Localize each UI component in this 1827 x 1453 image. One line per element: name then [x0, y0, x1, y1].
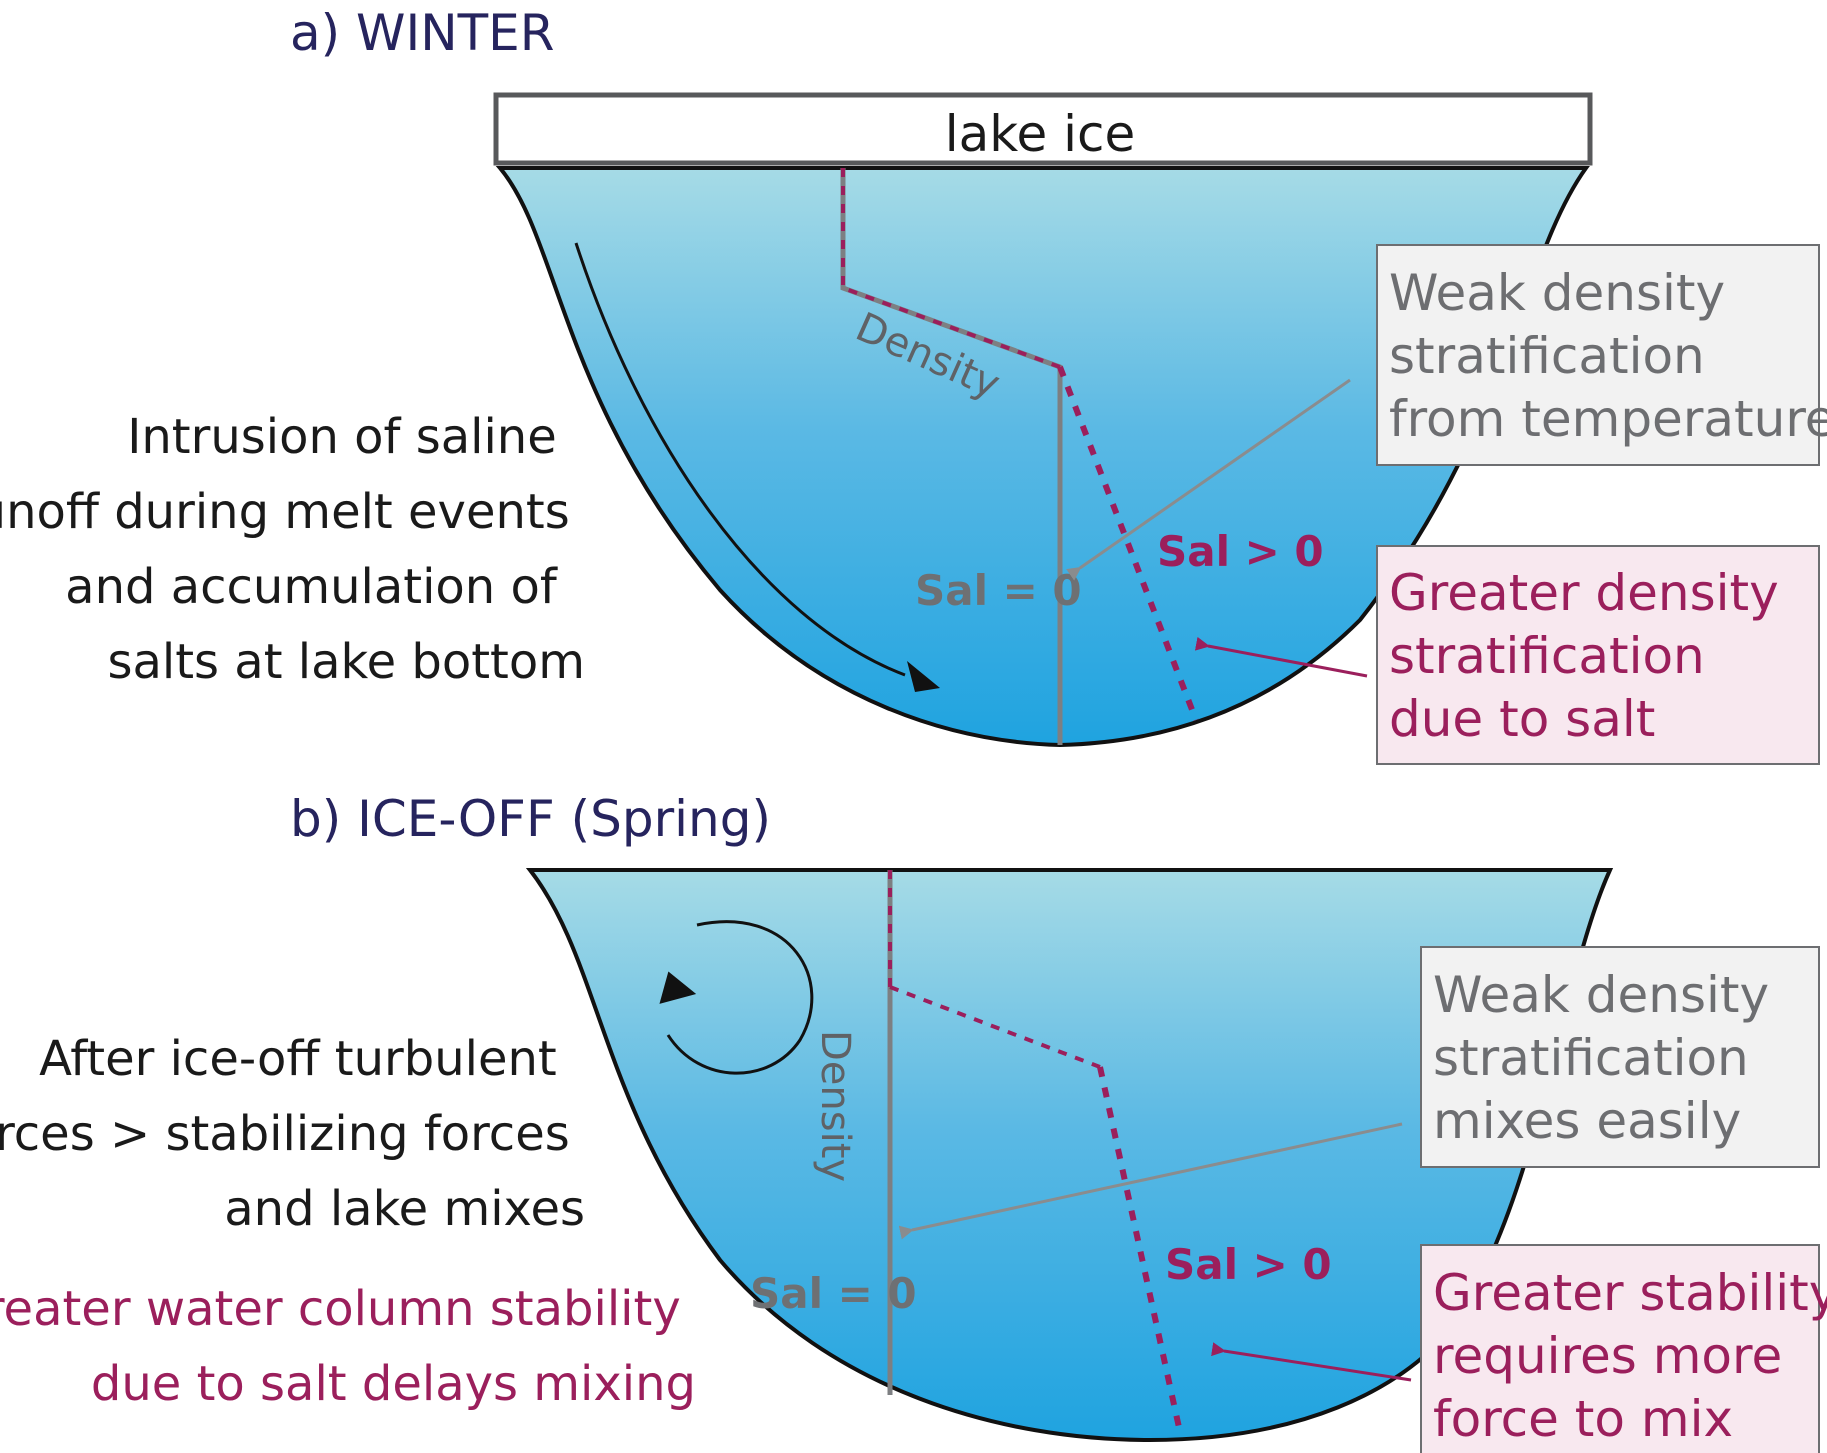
mixing-circular-arrow: [666, 920, 814, 1075]
panel-winter: a) WINTER lake ice Density Sal = 0 Sal >…: [0, 4, 1827, 765]
gray-callout-winter: [1376, 244, 1820, 466]
sal-positive-label-spring: Sal > 0: [1165, 1240, 1332, 1289]
density-label-spring: Density: [812, 1030, 858, 1182]
gray-pointer-spring: [898, 1122, 1403, 1240]
arrowhead-icon: [907, 661, 940, 692]
pink-callout-spring-text: Greater stability requires more force to…: [1433, 1264, 1827, 1448]
panel-b-title: b) ICE-OFF (Spring): [290, 790, 771, 848]
sal-zero-label-winter: Sal = 0: [915, 566, 1082, 615]
pink-callout-winter-text: Greater density stratification due to sa…: [1389, 564, 1795, 748]
sal-positive-label-winter: Sal > 0: [1157, 527, 1324, 576]
salt-profile-spring-upper: [889, 985, 1101, 1069]
spring-description: After ice-off turbulent forces > stabili…: [0, 1031, 585, 1237]
salt-profile-winter-upper: [841, 168, 1061, 369]
lake-ice: [493, 92, 1593, 166]
pink-pointer-spring: [1211, 1342, 1412, 1382]
mixing-arrowhead-icon: [659, 971, 697, 1004]
panel-a-title: a) WINTER: [290, 4, 555, 62]
gray-callout-spring: [1420, 946, 1820, 1168]
pink-pointer-winter: [1194, 636, 1368, 678]
winter-description: Intrusion of saline runoff during melt e…: [0, 409, 585, 690]
pink-callout-winter: [1376, 545, 1820, 765]
panel-ice-off: b) ICE-OFF (Spring) Density Sal = 0 Sal …: [0, 790, 1827, 1453]
gray-callout-winter-text: Weak density stratification from tempera…: [1389, 264, 1827, 448]
gray-pointer-winter: [1066, 378, 1351, 581]
pink-callout-spring: [1420, 1244, 1820, 1453]
salt-profile-winter-lower: [1057, 365, 1199, 722]
sal-zero-label-spring: Sal = 0: [750, 1269, 917, 1318]
spring-salt-note: Greater water column stability due to sa…: [0, 1281, 696, 1412]
lake-ice-label: lake ice: [945, 105, 1136, 163]
saline-intrusion-arrow: [574, 242, 906, 677]
gray-callout-spring-text: Weak density stratification mixes easily: [1433, 966, 1785, 1150]
